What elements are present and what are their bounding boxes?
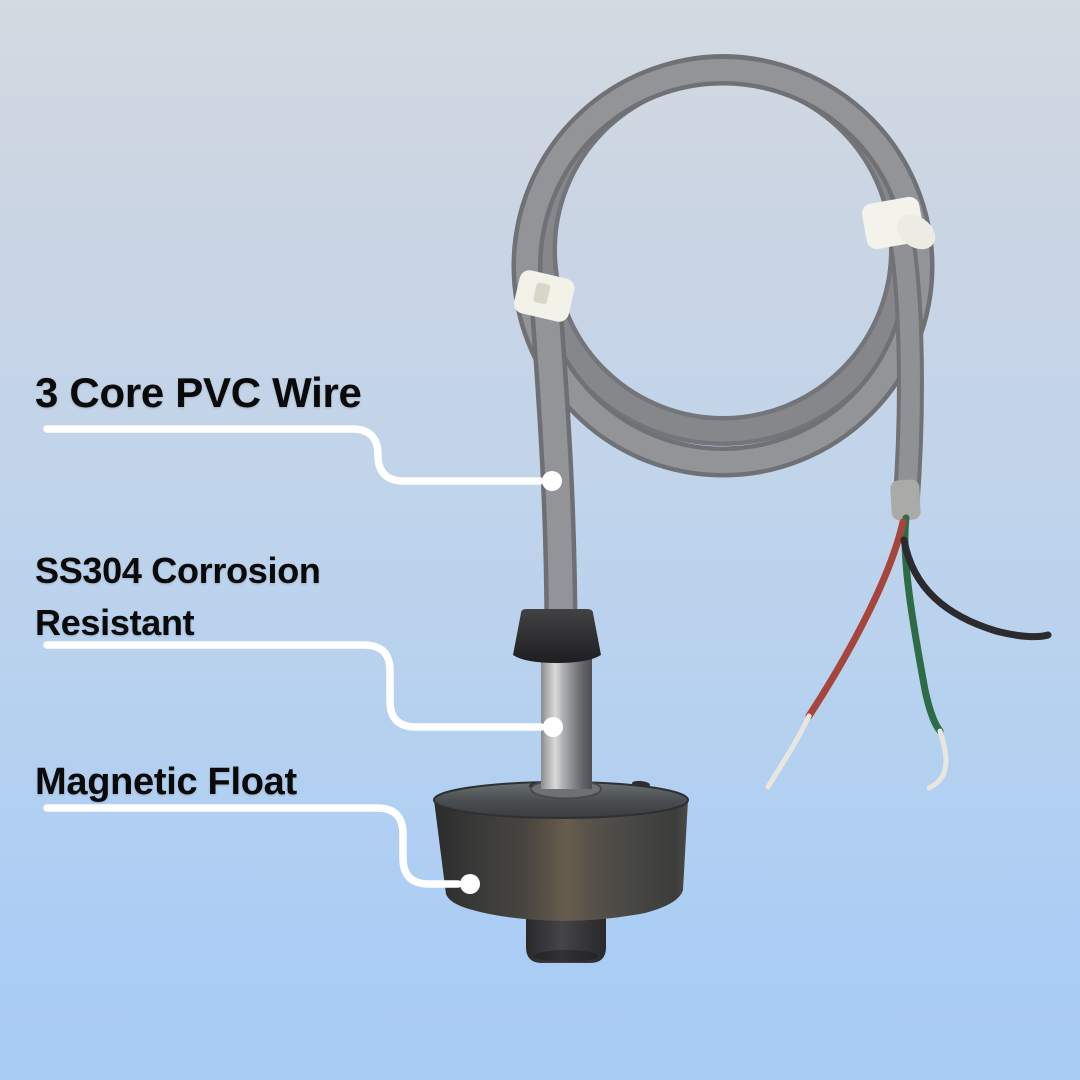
callout-dot-ss304 (543, 717, 563, 737)
wire-green-tinned-tip (926, 728, 949, 791)
label-magnetic-float: Magnetic Float (35, 761, 297, 803)
pvc-cable-coil (511, 54, 935, 478)
callout-line-magnetic-float (43, 804, 462, 888)
cable-tail (887, 222, 924, 521)
label-ss304-corrosion-resistant: SS304 Corrosion Resistant (35, 545, 321, 649)
label-pvc-wire: 3 Core PVC Wire (35, 369, 362, 416)
callouts (43, 425, 545, 888)
rubber-grommet (513, 609, 601, 663)
wire-black (900, 536, 1052, 641)
cable-tie-right (862, 196, 936, 250)
float-bottom-stopper-shade (534, 950, 598, 962)
wire-red-tinned-tip (765, 713, 812, 790)
cable-tie-left-slot (533, 282, 551, 305)
callout-dot-pvc-wire (542, 471, 562, 491)
cable-drop-core (533, 287, 573, 625)
label-ss304-line2: Resistant (35, 602, 195, 643)
cable-wrap-front-core (516, 59, 930, 473)
wire-green (901, 514, 944, 735)
cable-sheath-end (890, 479, 921, 521)
wire-red (805, 518, 907, 720)
callout-dots (460, 471, 563, 894)
callout-line-ss304 (43, 641, 545, 731)
cable-tail-core (891, 226, 920, 515)
cable-vertical-drop (528, 286, 578, 625)
callout-dot-magnetic-float (460, 874, 480, 894)
inner-wires (765, 514, 1052, 791)
float-assembly (433, 609, 689, 963)
cable-tie-left (513, 270, 575, 322)
label-ss304-line1: SS304 Corrosion (35, 550, 321, 591)
cable-tie-right-tail (896, 214, 936, 250)
magnetic-float-body (434, 800, 688, 921)
callout-line-pvc-wire (43, 425, 544, 485)
float-top-slot-right (632, 780, 650, 788)
